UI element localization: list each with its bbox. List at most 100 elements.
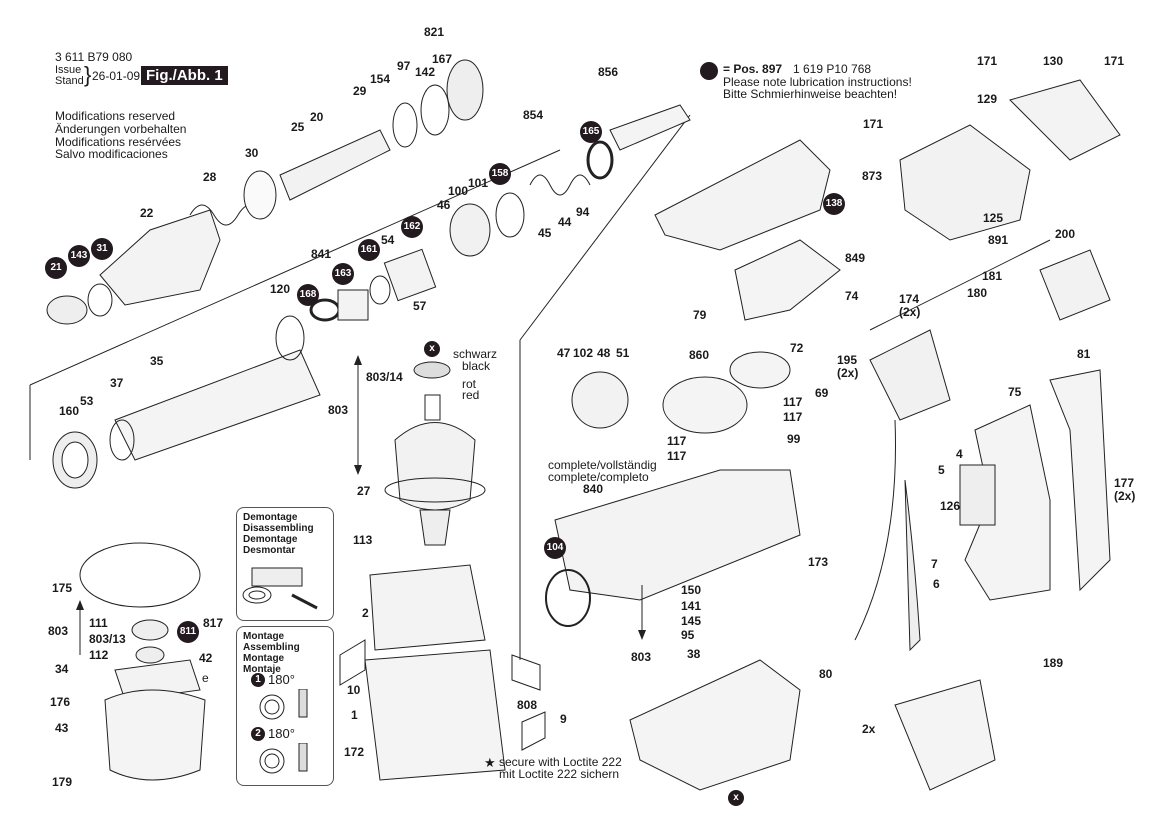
callout-102: 102 xyxy=(573,346,594,360)
callout-117-c: 117 xyxy=(667,434,687,448)
callout-856: 856 xyxy=(598,65,619,79)
stand-label: Stand xyxy=(55,75,84,87)
callout-28: 28 xyxy=(203,170,217,184)
callout-154: 154 xyxy=(370,72,391,86)
callout-42: 42 xyxy=(199,651,213,665)
step-2-badge: 2 xyxy=(251,727,265,741)
callout-38: 38 xyxy=(687,647,701,661)
callout-113: 113 xyxy=(353,533,373,547)
callout-20: 20 xyxy=(310,110,324,124)
callout-160: 160 xyxy=(59,404,80,418)
callout-173: 173 xyxy=(808,555,829,569)
callout-27: 27 xyxy=(357,484,371,498)
callout-840: 840 xyxy=(583,482,604,496)
callout-e: e xyxy=(202,671,209,685)
callout-803-13: 803/13 xyxy=(89,632,126,646)
callout-69: 69 xyxy=(815,386,829,400)
complete-note-2: complete/completo xyxy=(548,470,649,484)
callout-189: 2x xyxy=(862,722,876,736)
callout-75: 75 xyxy=(1008,385,1022,399)
assembly-panel: Montage Assembling Montage Montaje 1 180… xyxy=(236,626,334,786)
callout-45: 45 xyxy=(538,226,552,240)
callout-195: 195 xyxy=(837,353,858,367)
lube-badge-161: 161 xyxy=(358,239,380,261)
lubrication-note-en: Please note lubrication instructions! xyxy=(723,75,912,89)
callout-7: 7 xyxy=(931,557,938,571)
modifications-en: Modifications reserved xyxy=(55,109,176,123)
callout-6: 6 xyxy=(933,577,940,591)
callout-176: 176 xyxy=(50,695,71,709)
callout-72: 72 xyxy=(790,341,804,355)
assembly-title-es: Montaje xyxy=(243,664,281,675)
callout-171-cover: 171 xyxy=(863,117,884,131)
disassembly-title-fr: Demontage xyxy=(243,534,298,545)
callout-9: 9 xyxy=(560,712,567,726)
lubrication-pos: = Pos. 897 xyxy=(723,62,783,76)
callout-803-gear: 803 xyxy=(631,650,652,664)
lube-badge-x-top: x xyxy=(424,341,440,357)
callout-25: 25 xyxy=(291,120,305,134)
callout-2: 2 xyxy=(362,606,369,620)
callout-177: 177 xyxy=(1114,476,1135,490)
callout-181: 181 xyxy=(982,269,1003,283)
callout-180: 180 xyxy=(967,286,988,300)
callout-150: 150 xyxy=(681,583,702,597)
lube-badge-811: 811 xyxy=(177,621,199,643)
callout-57: 57 xyxy=(413,299,427,313)
callout-1: 1 xyxy=(351,708,358,722)
lube-badge-143: 143 xyxy=(68,245,90,267)
figure-label: Fig./Abb. 1 xyxy=(141,66,228,85)
callout-80: 80 xyxy=(819,667,833,681)
callout-94: 94 xyxy=(576,205,590,219)
callout-30: 30 xyxy=(245,146,259,160)
lube-badge-158: 158 xyxy=(489,163,511,185)
callout-200: 200 xyxy=(1055,227,1076,241)
callout-120: 120 xyxy=(270,282,291,296)
wire-black-en: black xyxy=(462,359,491,373)
callout-172: 172 xyxy=(344,745,365,759)
callout-35: 35 xyxy=(150,354,164,368)
lube-badge-21: 21 xyxy=(45,257,67,279)
callout-46: 46 xyxy=(437,198,451,212)
callout-821: 821 xyxy=(424,25,445,39)
callout-803-brush: 803 xyxy=(48,624,69,638)
lube-badge-168: 168 xyxy=(297,284,319,306)
callout-47: 47 xyxy=(557,346,571,360)
lube-badge-138: 138 xyxy=(823,193,845,215)
modifications-es: Salvo modificaciones xyxy=(55,147,168,161)
callout-99: 99 xyxy=(787,432,801,446)
loctite-note-de: mit Loctite 222 sichern xyxy=(499,767,620,781)
callout-195-qty: (2x) xyxy=(837,366,859,380)
callout-51: 51 xyxy=(616,346,630,360)
callout-5: 5 xyxy=(938,463,945,477)
lube-badge-104: 104 xyxy=(544,537,566,559)
lube-badge-162: 162 xyxy=(401,216,423,238)
lubrication-part-no: 1 619 P10 768 xyxy=(793,62,872,76)
callout-174: 174 xyxy=(899,292,920,306)
callout-803-14: 803/14 xyxy=(366,370,403,384)
callout-849: 849 xyxy=(845,251,866,265)
callout-125: 125 xyxy=(983,211,1004,225)
step-2-spring-icon xyxy=(259,743,308,774)
callout-37: 37 xyxy=(110,376,124,390)
disassembly-title-en: Disassembling xyxy=(243,523,314,534)
disassembly-title-es: Desmontar xyxy=(243,545,296,556)
callout-803-armature: 803 xyxy=(328,403,349,417)
assembly-title-en: Assembling xyxy=(243,642,300,653)
callout-175: 175 xyxy=(52,581,73,595)
lube-badge-x-bottom: x xyxy=(728,790,744,806)
callout-174-qty: (2x) xyxy=(899,305,921,319)
issue-label: Issue xyxy=(55,64,82,76)
lube-badge-31: 31 xyxy=(91,238,113,260)
callout-101: 101 xyxy=(468,176,489,190)
loctite-star-icon: ★ xyxy=(484,755,496,770)
brace: } xyxy=(84,62,92,87)
callout-29: 29 xyxy=(353,84,367,98)
callout-825: 189 xyxy=(1043,656,1064,670)
disassembly-illustration xyxy=(242,567,318,610)
wire-black-de: schwarz xyxy=(453,347,498,361)
callout-97: 97 xyxy=(397,59,411,73)
callout-179: 179 xyxy=(52,775,73,789)
callout-95: 95 xyxy=(681,628,695,642)
callout-129: 129 xyxy=(977,92,998,106)
